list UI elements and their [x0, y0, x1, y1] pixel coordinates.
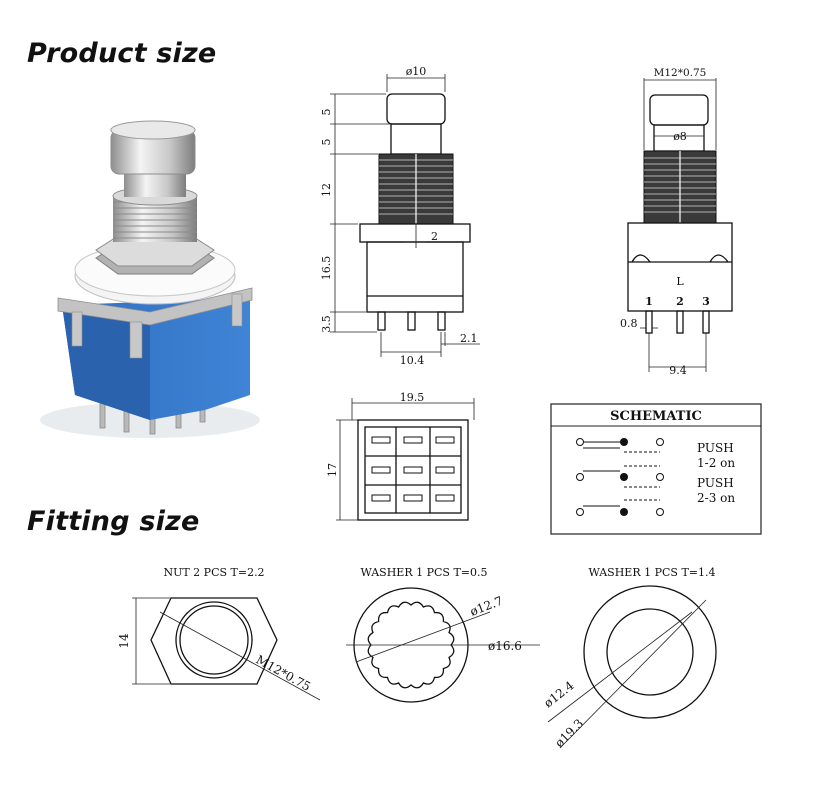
- bottom-dim-depth: 17: [326, 463, 339, 477]
- side-bottom-dimensions: [640, 327, 707, 372]
- nut-dim-size: 14: [117, 633, 131, 649]
- washer1-dim-outer: ø16.6: [488, 639, 522, 653]
- photo-frame-tab-mid: [129, 321, 143, 359]
- side-pin-label-2: 2: [676, 295, 684, 308]
- schematic-line-4: 2-3 on: [697, 491, 735, 505]
- washer2-title: WASHER 1 PCS T=1.4: [588, 566, 715, 579]
- side-pin-label-1: 1: [645, 295, 653, 308]
- front-frame: [359, 223, 471, 243]
- front-dim-cap-diameter: ø10: [406, 65, 427, 78]
- nut-bore: [175, 601, 253, 679]
- side-cap: [649, 94, 709, 126]
- fitting-size-heading: Fitting size: [27, 506, 200, 537]
- side-pin-label-3: 3: [702, 295, 710, 308]
- nut-hexagon: [150, 597, 278, 685]
- bottom-width-dimension: [351, 398, 475, 420]
- nut-size-dimension: [132, 597, 321, 701]
- photo-frame-tab-right: [231, 293, 243, 327]
- front-view-drawing: 5 5 12 16.5 3.5 ø10 2: [320, 65, 480, 367]
- washer1-dim-inner: ø12.7: [468, 594, 505, 619]
- front-dim-thread-height: 12: [320, 183, 333, 197]
- front-pins: [377, 311, 446, 331]
- bottom-dividers: [365, 427, 461, 513]
- schematic-symbols: [576, 438, 664, 516]
- washer2-outer: [583, 585, 717, 719]
- side-dim-thread: M12*0.75: [654, 67, 707, 79]
- front-dim-pin-pitch: 2.1: [460, 332, 478, 345]
- front-dim-pin-length: 3.5: [320, 315, 333, 333]
- product-size-heading: Product size: [27, 38, 217, 69]
- side-dim-shaft-diameter: ø8: [673, 130, 687, 143]
- front-pin-offset-dimension: [404, 224, 426, 248]
- front-bottom-dimensions: [380, 332, 480, 357]
- bottom-dim-width: 19.5: [400, 391, 425, 404]
- photo-blue-body-left: [62, 305, 150, 420]
- schematic-title: SCHEMATIC: [610, 409, 702, 424]
- washer1-inner-leader: [355, 611, 491, 663]
- washer2-dim-inner: ø12.4: [541, 678, 577, 710]
- switch-product-photo: [40, 120, 260, 438]
- bottom-depth-dimension: [336, 419, 358, 521]
- front-cap-diameter-dimension: [386, 74, 446, 92]
- front-shaft: [390, 123, 442, 155]
- front-cap: [386, 93, 446, 125]
- side-pins: [645, 310, 710, 334]
- washer2-outer-leader: [559, 599, 707, 749]
- side-dim-pin-width: 0.8: [620, 317, 638, 330]
- front-dim-body-height: 16.5: [320, 256, 333, 281]
- side-thread-dimension: [643, 78, 717, 150]
- photo-frame-tab-left: [71, 311, 83, 347]
- bottom-outline: [357, 419, 469, 521]
- front-dim-cap-height: 5: [320, 109, 333, 116]
- nut-title: NUT 2 PCS T=2.2: [163, 566, 264, 579]
- schematic-line-3: PUSH: [697, 476, 734, 490]
- side-view-drawing: M12*0.75 ø8 L 1 2 3 0.8 9.4: [620, 67, 733, 377]
- bottom-view-drawing: 19.5 17: [326, 391, 475, 521]
- schematic-box: SCHEMATIC PUSH 1-2 on: [550, 403, 762, 535]
- front-dim-pin-offset: 2: [431, 230, 438, 243]
- schematic-line-1: PUSH: [697, 441, 734, 455]
- side-dim-pin-span: 9.4: [669, 364, 687, 377]
- schematic-line-2: 1-2 on: [697, 456, 735, 470]
- toothed-washer-drawing: WASHER 1 PCS T=0.5 ø12.7 ø16.6: [346, 566, 540, 703]
- bottom-terminals: [371, 436, 455, 502]
- front-body: [366, 241, 464, 313]
- front-dim-pin-span: 10.4: [400, 354, 425, 367]
- washer2-inner-leader: [547, 611, 693, 723]
- washer2-inner: [606, 608, 694, 696]
- nut-drawing: NUT 2 PCS T=2.2 14 M12*0.75: [117, 566, 321, 701]
- washer2-dim-outer: ø19.3: [552, 716, 586, 750]
- front-dim-shaft-height: 5: [320, 139, 333, 146]
- photo-thread-lines: [113, 201, 197, 239]
- side-terminal-label: L: [676, 275, 684, 288]
- washer1-title: WASHER 1 PCS T=0.5: [360, 566, 487, 579]
- bottom-inner-outline: [364, 426, 462, 514]
- photo-metal-frame: [57, 287, 253, 326]
- flat-washer-drawing: WASHER 1 PCS T=1.4 ø12.4 ø19.3: [541, 566, 717, 750]
- front-vertical-dimensions: [330, 93, 390, 333]
